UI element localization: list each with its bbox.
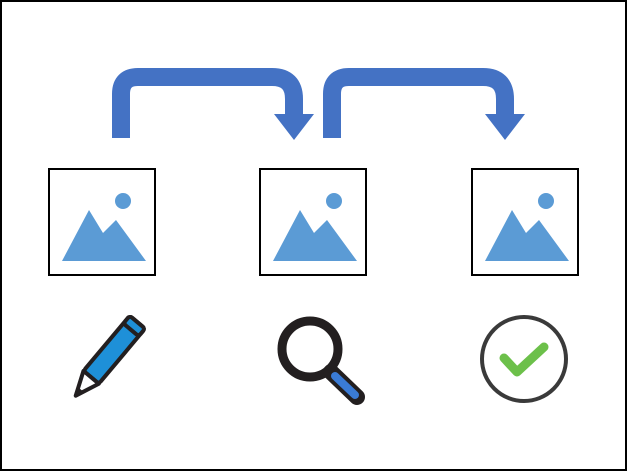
pencil-icon	[73, 314, 146, 398]
checkmark-circle-icon	[480, 315, 568, 403]
image-placeholder-icon	[471, 168, 579, 276]
image-placeholder-icon	[48, 168, 156, 276]
image-placeholder-icon	[259, 168, 367, 276]
curved-arrow-icon	[323, 68, 525, 140]
curved-arrow-icon	[112, 68, 314, 140]
magnifier-icon	[277, 316, 365, 405]
